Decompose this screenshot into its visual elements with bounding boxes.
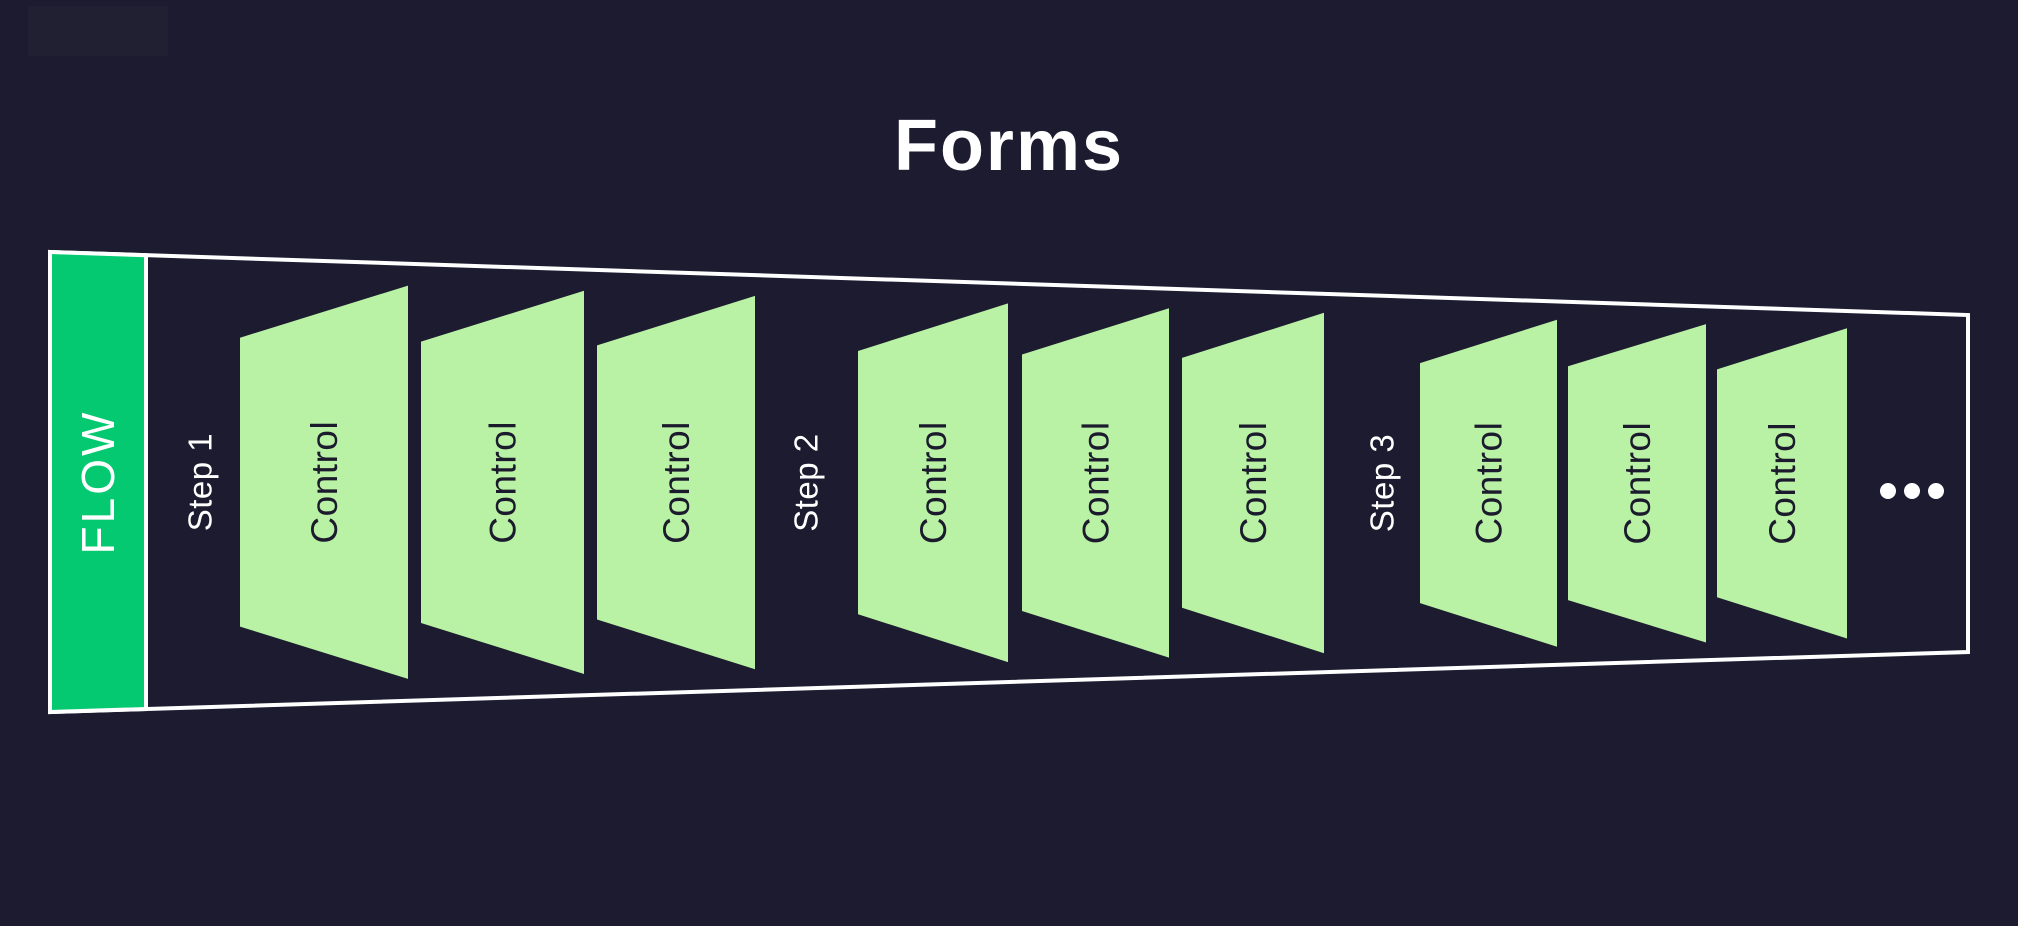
- control-shape: [1568, 324, 1706, 643]
- control-shape: [858, 303, 1008, 663]
- control-shape: [1420, 319, 1557, 647]
- control-label: Control: [656, 421, 697, 544]
- control-label: Control: [1617, 422, 1658, 545]
- flow-label: FLOW: [72, 410, 124, 555]
- step-label-2: Step 2: [788, 433, 825, 531]
- control-label: Control: [1075, 421, 1116, 544]
- control-shape: [597, 295, 755, 670]
- control-label: Control: [482, 421, 523, 544]
- ellipsis-dot: [1928, 483, 1944, 499]
- step-group-1: Step 1 Control Control Control: [182, 285, 755, 679]
- control-shape: [1022, 308, 1169, 658]
- control-label: Control: [304, 421, 345, 544]
- control-label: Control: [1233, 422, 1274, 545]
- page-title: Forms: [893, 106, 1125, 187]
- step-group-3: Step 3 Control Control Control: [1364, 319, 1847, 647]
- control-shape: [421, 290, 584, 674]
- ellipsis-dots-icon: [1880, 483, 1944, 499]
- control-shape: [1717, 328, 1847, 639]
- ellipsis-dot: [1904, 483, 1920, 499]
- controls-layer: Step 1 Control Control Control Step 2 Control…: [182, 285, 1847, 679]
- step-group-2: Step 2 Control Control Control: [788, 303, 1324, 663]
- control-shape: [1182, 312, 1324, 654]
- control-label: Control: [1762, 422, 1803, 545]
- flow-box: [48, 249, 148, 715]
- step-label-3: Step 3: [1364, 434, 1401, 532]
- control-label: Control: [913, 421, 954, 544]
- control-label: Control: [1468, 422, 1509, 545]
- ellipsis-dot: [1880, 483, 1896, 499]
- control-shape: [240, 285, 408, 679]
- step-label-1: Step 1: [182, 433, 219, 531]
